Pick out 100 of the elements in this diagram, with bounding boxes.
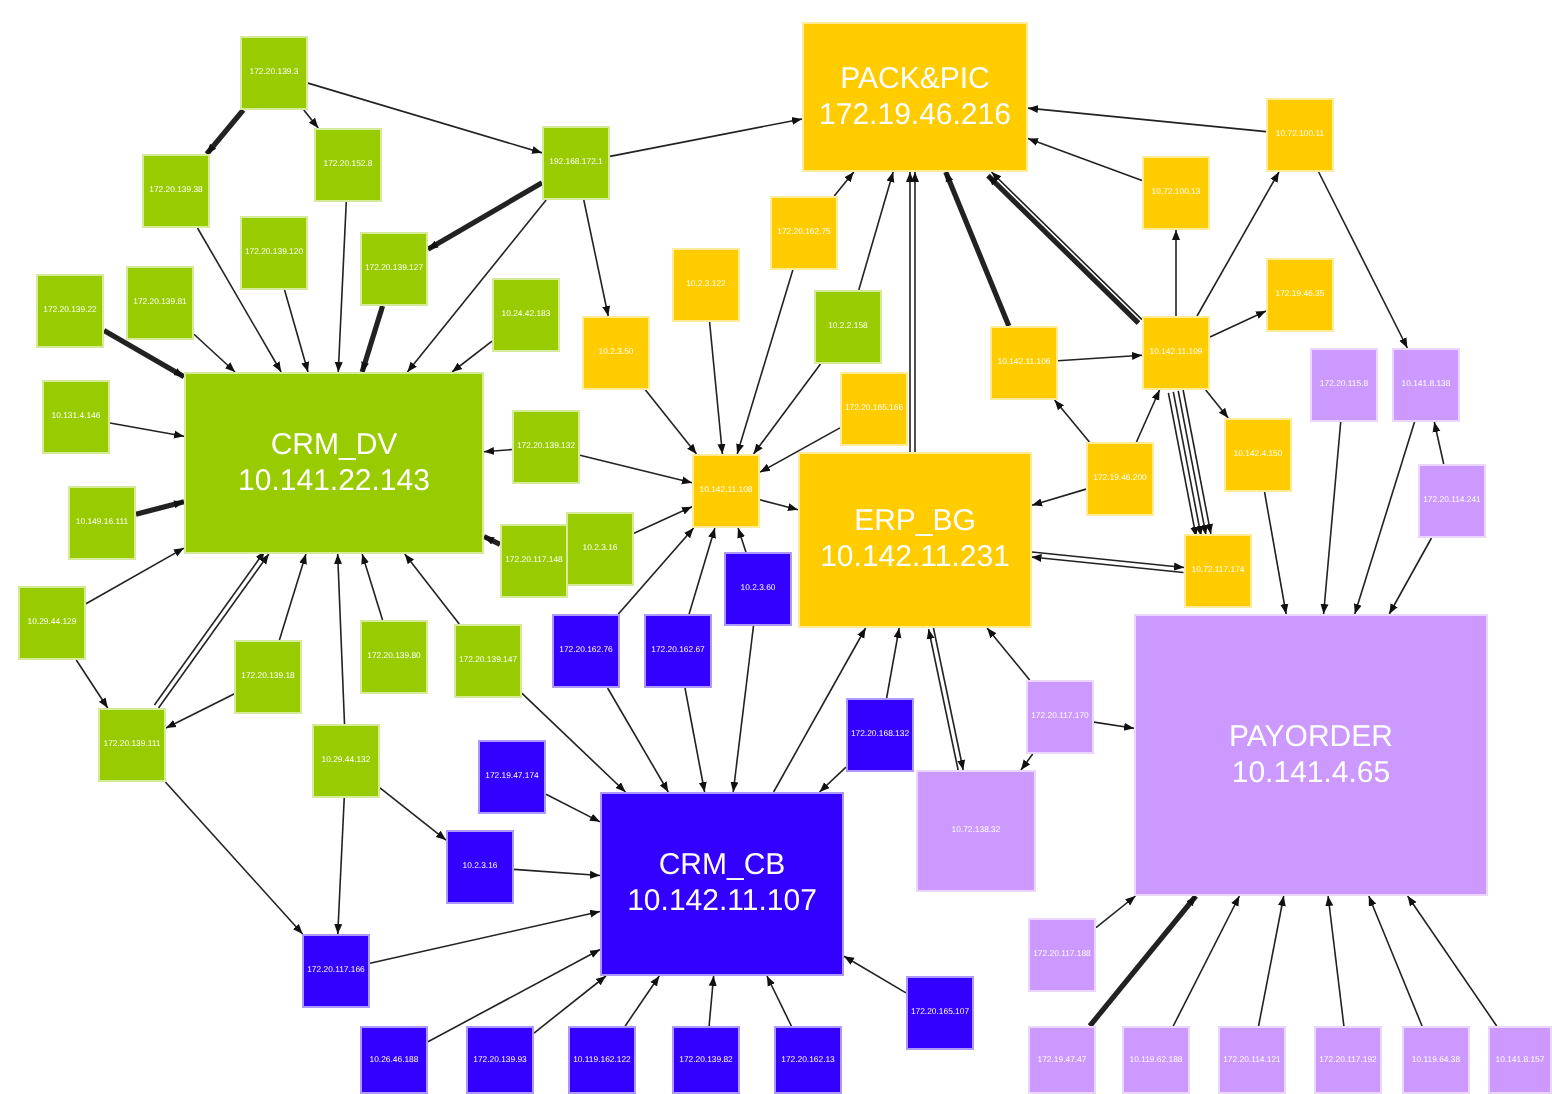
host-box bbox=[672, 248, 740, 322]
host-box bbox=[1266, 98, 1334, 172]
arrow bbox=[135, 499, 185, 517]
host-box bbox=[798, 452, 1032, 628]
arrow bbox=[885, 627, 902, 699]
arrow bbox=[1325, 895, 1345, 1027]
host-box bbox=[240, 36, 308, 110]
arrow bbox=[624, 975, 661, 1027]
host-box bbox=[360, 232, 428, 306]
arrow bbox=[926, 628, 960, 772]
host-box bbox=[314, 128, 382, 202]
host-box bbox=[1488, 1026, 1552, 1094]
arrow bbox=[334, 797, 346, 935]
system-name: CRM_DV bbox=[270, 427, 398, 463]
arrow bbox=[406, 199, 547, 373]
arrow bbox=[606, 687, 670, 793]
host-box bbox=[774, 1026, 842, 1094]
host-box bbox=[454, 624, 522, 698]
arrow bbox=[1368, 895, 1423, 1027]
system-name: PACK&PIC bbox=[840, 61, 990, 97]
arrow bbox=[932, 627, 966, 771]
arrow bbox=[1263, 491, 1289, 615]
system-name: PAYORDER bbox=[1229, 719, 1393, 755]
arrow bbox=[759, 427, 841, 473]
host-box bbox=[184, 372, 484, 554]
arrow bbox=[1388, 537, 1433, 615]
host-box bbox=[582, 316, 650, 390]
arrow bbox=[451, 340, 493, 373]
arrow bbox=[1257, 895, 1286, 1027]
arrow bbox=[730, 625, 755, 793]
host-box bbox=[906, 976, 974, 1050]
arrow bbox=[688, 527, 716, 615]
host-box bbox=[500, 524, 568, 598]
host-box bbox=[466, 1026, 534, 1094]
arrow bbox=[1317, 171, 1409, 349]
arrow bbox=[818, 766, 847, 793]
arrow bbox=[165, 693, 235, 729]
arrow bbox=[1204, 389, 1230, 419]
arrow bbox=[943, 171, 1012, 327]
host-box bbox=[1392, 348, 1460, 422]
host-box bbox=[36, 274, 104, 348]
host-box bbox=[552, 614, 620, 688]
arrow bbox=[906, 171, 914, 453]
host-box bbox=[1184, 534, 1252, 608]
host-box bbox=[568, 1026, 636, 1094]
arrow bbox=[766, 975, 793, 1027]
host-box bbox=[672, 1026, 740, 1094]
host-box bbox=[1086, 442, 1154, 516]
host-box bbox=[240, 216, 308, 290]
arrow bbox=[843, 955, 907, 994]
host-box bbox=[68, 486, 136, 560]
host-box bbox=[1142, 156, 1210, 230]
arrow bbox=[545, 793, 601, 823]
arrow bbox=[403, 553, 461, 625]
arrow bbox=[609, 117, 803, 158]
ip-address: 10.141.4.65 bbox=[1231, 755, 1391, 791]
host-box bbox=[18, 586, 86, 660]
host-box bbox=[600, 792, 844, 976]
arrow bbox=[1053, 399, 1091, 443]
host-box bbox=[1026, 680, 1094, 754]
arrow bbox=[833, 171, 855, 197]
arrow bbox=[911, 171, 919, 453]
host-box bbox=[1310, 348, 1378, 422]
arrow bbox=[1027, 137, 1143, 182]
arrow bbox=[1031, 488, 1087, 507]
arrow bbox=[1093, 721, 1135, 731]
arrow bbox=[644, 389, 698, 455]
host-box bbox=[846, 698, 914, 772]
arrow bbox=[302, 109, 320, 129]
arrow bbox=[359, 305, 386, 373]
host-box bbox=[446, 830, 514, 904]
arrow bbox=[283, 289, 310, 373]
host-box bbox=[802, 22, 1028, 172]
host-box bbox=[98, 708, 166, 782]
arrow bbox=[427, 948, 601, 1043]
host-box bbox=[1028, 918, 1096, 992]
host-box bbox=[1142, 316, 1210, 390]
arrow bbox=[759, 499, 799, 512]
arrow bbox=[684, 687, 707, 793]
arrow bbox=[1087, 894, 1198, 1028]
arrow bbox=[193, 333, 236, 373]
system-name: ERP_BG bbox=[854, 504, 976, 540]
arrow bbox=[1172, 229, 1180, 317]
host-box bbox=[126, 266, 194, 340]
system-name: CRM_CB bbox=[658, 848, 786, 884]
arrow bbox=[1057, 351, 1143, 362]
arrow bbox=[772, 627, 867, 793]
arrow bbox=[521, 692, 627, 793]
arrow bbox=[708, 321, 726, 455]
arrow bbox=[617, 527, 695, 615]
arrow bbox=[533, 975, 607, 1034]
ip-address: 172.19.46.216 bbox=[819, 97, 1011, 133]
host-box bbox=[302, 934, 370, 1008]
arrow bbox=[483, 446, 513, 455]
host-box bbox=[724, 552, 792, 626]
arrow bbox=[307, 82, 543, 154]
ip-address: 10.142.11.107 bbox=[627, 884, 817, 920]
host-box bbox=[42, 380, 110, 454]
arrow bbox=[708, 975, 717, 1027]
host-box bbox=[492, 278, 560, 352]
